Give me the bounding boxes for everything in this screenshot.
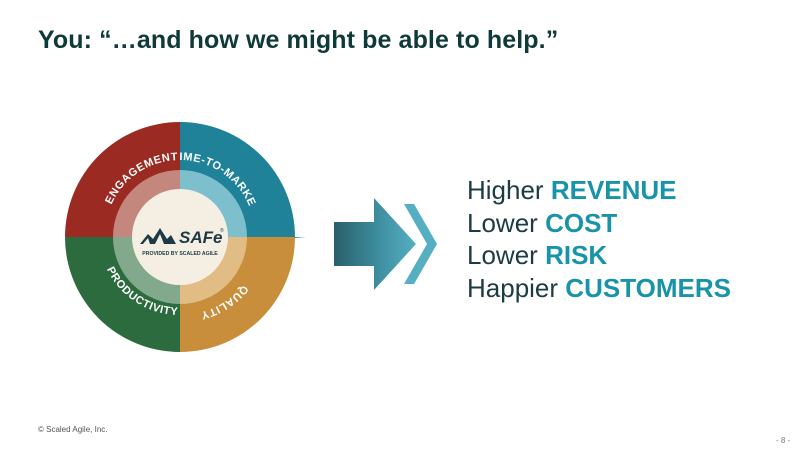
benefit-keyword: RISK — [545, 240, 608, 270]
safe-center-disc — [132, 189, 228, 285]
benefit-revenue: Higher REVENUE — [467, 174, 731, 207]
benefit-keyword: COST — [545, 207, 618, 238]
benefit-prefix: Lower — [467, 240, 538, 270]
benefit-prefix: Lower — [467, 207, 538, 238]
benefit-prefix: Happier — [467, 272, 559, 303]
safe-logo: SAFe ® PROVIDED BY SCALED AGILE — [140, 227, 224, 257]
benefit-cost: Lower COST — [467, 207, 731, 240]
benefit-prefix: Higher — [467, 175, 544, 205]
benefit-risk: Lower RISK — [467, 239, 731, 272]
benefit-keyword: REVENUE — [550, 175, 677, 205]
benefits-list: Higher REVENUE Lower COST Lower RISK Hap… — [467, 174, 731, 304]
footer-copyright: © Scaled Agile, Inc. — [38, 425, 108, 434]
benefit-customers: Happier CUSTOMERS — [467, 272, 731, 305]
slide-title: You: “…and how we might be able to help.… — [38, 26, 559, 54]
benefit-keyword: CUSTOMERS — [565, 272, 731, 303]
safe-logo-tagline: PROVIDED BY SCALED AGILE — [142, 251, 218, 257]
safe-logo-mark: ® — [220, 227, 224, 234]
safe-benefits-wheel: SAFe ® PROVIDED BY SCALED AGILE ENGAGEME… — [40, 110, 306, 364]
page-number: - 8 - — [776, 436, 791, 445]
right-arrow-icon — [334, 198, 437, 290]
safe-logo-text: SAFe — [179, 228, 222, 247]
